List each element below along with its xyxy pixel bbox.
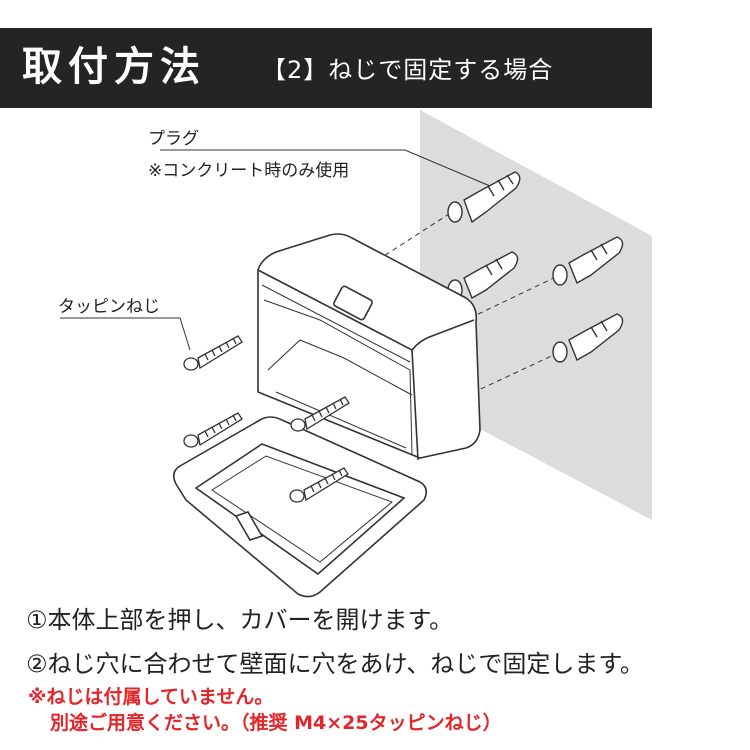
housing [257,233,481,461]
page-title: 取付方法 [22,44,206,90]
warning-line-1: ※ねじは付属していません。 [28,686,274,708]
plug-label: プラグ [148,129,199,149]
screw-leader-line [60,317,191,351]
screw-bottom [289,467,349,503]
page-subtitle: 【2】ねじで固定する場合 [262,56,554,84]
plug-note-label: ※コンクリート時のみ使用 [148,161,350,181]
header-bar [0,28,652,108]
plug-leader-line [160,149,491,187]
cover-tray [172,416,428,598]
screw-middle-right [290,396,350,432]
step-2-text: ②ねじ穴に合わせて壁面に穴をあけ、ねじで固定します。 [26,650,644,678]
plug-middle-left [447,251,519,301]
plug-bottom [552,313,624,363]
screw-label: タッピンねじ [58,297,160,317]
plug-top [447,171,521,224]
warning-line-2: 別途ご用意ください。（推奨 M4×25タッピンねじ） [50,712,502,734]
screw-top [183,335,243,371]
step-1-text: ①本体上部を押し、カバーを開けます。 [26,606,454,634]
screw-middle-left [183,412,243,448]
plug-middle-right [552,236,624,286]
